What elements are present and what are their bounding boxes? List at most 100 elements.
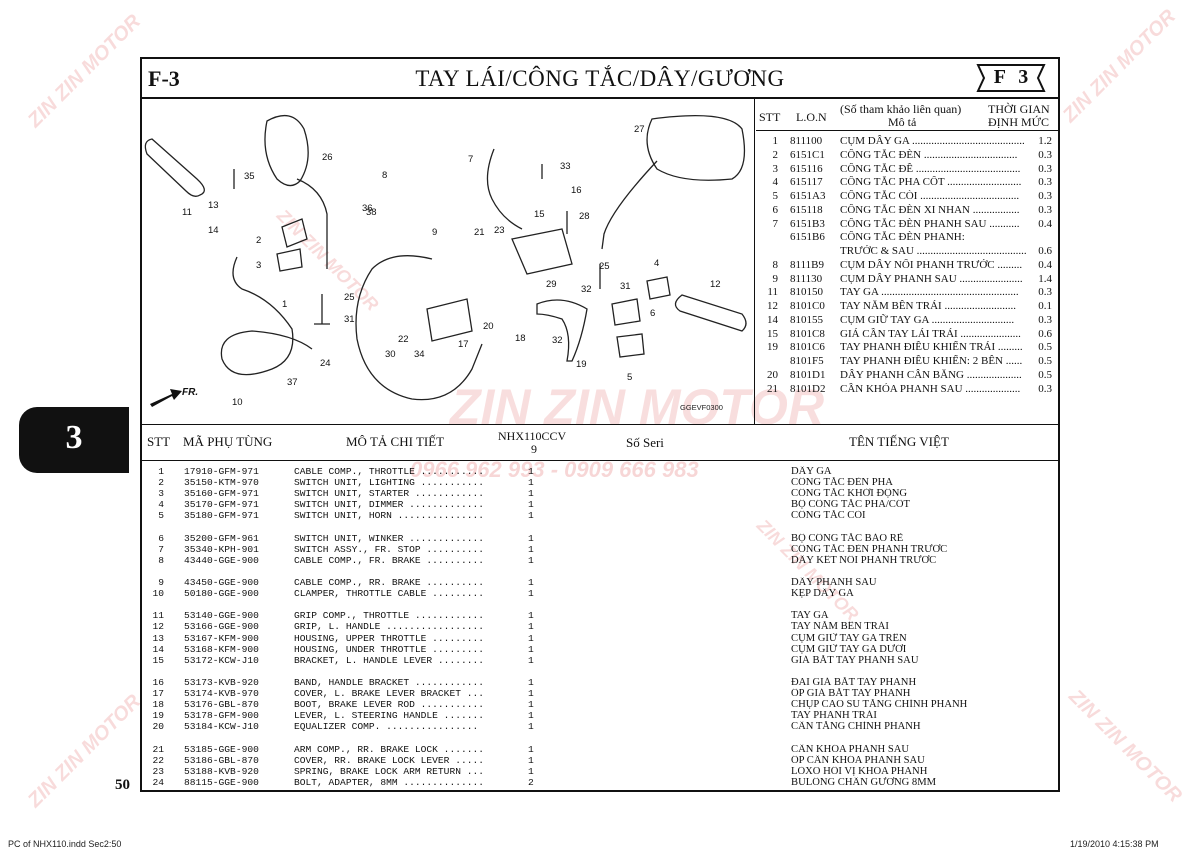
- parts-cell-part: 53186-GBL-870: [184, 754, 259, 766]
- ref-cell-stt: 5: [772, 190, 779, 202]
- parts-cell-part: 35200-GFM-961: [184, 532, 259, 544]
- parts-cell-part: 53140-GGE-900: [184, 610, 259, 622]
- ref-cell-stt: 2: [772, 148, 779, 161]
- parts-cell-vn: ỐP CẦN KHÓA PHANH SAU: [791, 754, 925, 766]
- ref-cell-stt: 8: [772, 258, 779, 271]
- footer-file: PC of NHX110.indd Sec2:50: [8, 839, 122, 849]
- parts-cell-qty: 1: [528, 743, 534, 755]
- callout-2: 2: [256, 235, 261, 246]
- callout-15: 15: [534, 209, 545, 220]
- parts-header-part-no: MÃ PHỤ TÙNG: [183, 434, 273, 449]
- ref-cell-time: 0.3: [1038, 190, 1052, 202]
- parts-cell-vn: ỐP GIÁ BẮT TAY PHANH: [791, 688, 911, 699]
- parts-cell-qty: 1: [528, 765, 534, 777]
- ref-cell-lon: 615117: [790, 176, 823, 189]
- parts-cell-desc: COVER, L. BRAKE LEVER BRACKET ...: [294, 688, 484, 699]
- parts-cell-vn: TAY PHANH TRÁI: [791, 710, 877, 722]
- callout-10: 10: [232, 397, 243, 408]
- callout-21: 21: [474, 227, 485, 238]
- callout-24: 24: [320, 358, 331, 369]
- parts-cell-part: 35160-GFM-971: [184, 488, 259, 500]
- parts-cell-stt: 24: [152, 776, 164, 788]
- callout-34: 34: [414, 349, 425, 360]
- chapter-tab: 3: [19, 407, 129, 473]
- callout-9: 9: [432, 227, 437, 238]
- parts-cell-stt: 23: [152, 765, 164, 777]
- watermark-brand-bottomright: ZIN ZIN MOTOR: [1064, 685, 1186, 807]
- callout-31: 31: [620, 281, 631, 292]
- parts-cell-vn: TAY NẮM BÊN TRÁI: [791, 621, 889, 633]
- parts-cell-stt: 20: [152, 721, 164, 733]
- callout-20: 20: [483, 321, 494, 332]
- ref-header-desc-bottom: Mô tả: [888, 115, 917, 129]
- parts-cell-desc: BOLT, ADAPTER, 8MM ..............: [294, 776, 484, 788]
- callout-35: 35: [244, 171, 255, 182]
- callout-16: 16: [571, 185, 582, 196]
- ref-header-time-bottom: ĐỊNH MỨC: [988, 115, 1049, 129]
- parts-cell-qty: 1: [528, 588, 534, 600]
- ref-header-divider: [756, 130, 1060, 131]
- callout-27: 27: [634, 124, 645, 135]
- parts-cell-part: 43440-GGE-900: [184, 554, 259, 566]
- parts-cell-qty: 1: [528, 488, 534, 500]
- parts-cell-vn: CÔNG TẮC ĐÈN PHANH TRƯỚC: [791, 543, 948, 555]
- parts-cell-stt: 5: [158, 510, 164, 522]
- ref-cell-desc: CỤM GIỮ TAY GA .........................…: [840, 313, 1015, 326]
- parts-cell-qty: 2: [528, 776, 534, 788]
- ref-cell-stt: 19: [767, 341, 778, 354]
- parts-cell-vn: CÔNG TẮC KHỞI ĐỘNG: [791, 488, 908, 500]
- parts-cell-stt: 22: [152, 754, 164, 766]
- parts-cell-part: 53178-GFM-900: [184, 710, 259, 722]
- header-divider: [140, 97, 1060, 99]
- parts-cell-desc: GRIP COMP., THROTTLE ............: [294, 610, 484, 622]
- callout-30: 30: [385, 349, 396, 360]
- parts-cell-part: 53174-KVB-970: [184, 688, 259, 699]
- callout-18: 18: [515, 333, 526, 344]
- parts-cell-desc: BAND, HANDLE BRACKET ............: [294, 676, 484, 688]
- ref-cell-lon: 6151A3: [790, 190, 826, 202]
- ref-header-desc-top: (Số tham khảo liên quan): [840, 102, 962, 116]
- parts-cell-part: 35180-GFM-971: [184, 510, 259, 522]
- parts-cell-desc: SPRING, BRAKE LOCK ARM RETURN ...: [294, 765, 484, 777]
- switch-shape-2: [281, 218, 308, 248]
- parts-cell-desc: EQUALIZER COMP. ................: [294, 721, 479, 733]
- ref-cell-desc: CỤM DÂY GA .............................…: [840, 135, 1025, 147]
- ref-cell-stt: 12: [767, 300, 778, 312]
- left-mirror-stem: [296, 178, 328, 269]
- ref-cell-desc: CÔNG TẮC ĐÈN PHANH:: [840, 231, 965, 244]
- ref-cell-lon: 6151C1: [790, 148, 825, 161]
- ref-cell-desc: CÔNG TẮC PHA CỐT .......................…: [840, 176, 1022, 189]
- ref-cell-stt: 14: [767, 313, 778, 326]
- parts-cell-vn: CỤM GIỮ TAY GA DƯỚI: [791, 643, 907, 655]
- parts-cell-stt: 10: [152, 588, 164, 600]
- rear-brake-cable-path: [355, 255, 483, 401]
- switch-shape-5: [616, 333, 645, 358]
- brake-lever-shape: [536, 299, 588, 362]
- parts-cell-part: 53166-GGE-900: [184, 621, 259, 633]
- ref-cell-lon: 8101D1: [790, 368, 826, 381]
- front-brake-cable-path: [486, 148, 523, 230]
- parts-cell-desc: LEVER, L. STEERING HANDLE .......: [294, 710, 484, 722]
- ref-cell-lon: 8101F5: [790, 355, 824, 367]
- parts-cell-stt: 17: [152, 688, 164, 699]
- ref-cell-time: 0.3: [1038, 203, 1052, 216]
- ref-cell-desc: TRƯỚC & SAU ............................…: [840, 245, 1026, 257]
- ref-cell-stt: 21: [767, 382, 778, 395]
- parts-cell-qty: 1: [528, 543, 534, 555]
- reference-table: STT L.O.N (Số tham khảo liên quan) Mô tả…: [756, 99, 1060, 424]
- callout-31-secondary: 31: [344, 314, 355, 325]
